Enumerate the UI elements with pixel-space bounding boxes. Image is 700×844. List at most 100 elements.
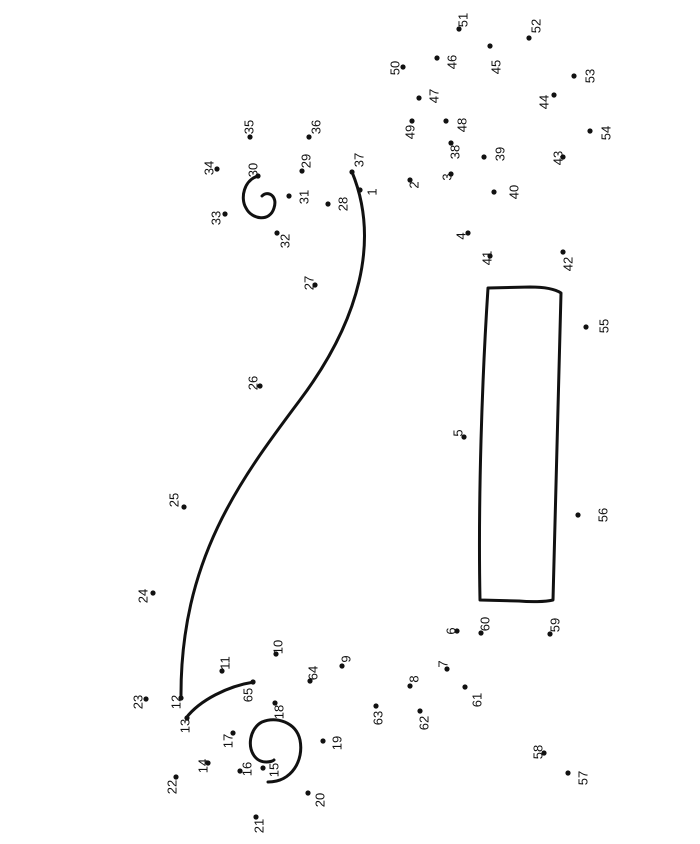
- dot-marker-37: [349, 169, 355, 175]
- dot-19: 19: [320, 736, 345, 750]
- dot-marker-32: [274, 230, 280, 236]
- dot-48: 48: [443, 118, 470, 132]
- dot-marker-29: [299, 168, 305, 174]
- dot-marker-43: [560, 154, 566, 160]
- dot-45: 45: [487, 43, 504, 74]
- dot-label-9: 9: [339, 655, 354, 662]
- dot-23: 23: [131, 695, 149, 709]
- dot-58: 58: [531, 745, 547, 759]
- dot-marker-11: [219, 668, 225, 674]
- dot-marker-55: [583, 324, 589, 330]
- dot-marker-64: [307, 678, 313, 684]
- dot-marker-54: [587, 128, 593, 134]
- dot-label-33: 33: [209, 211, 224, 225]
- dot-marker-34: [214, 166, 220, 172]
- dot-label-45: 45: [489, 60, 504, 74]
- dot-10: 10: [271, 640, 286, 657]
- dot-label-38: 38: [448, 145, 463, 159]
- dot-62: 62: [417, 708, 432, 730]
- dot-35: 35: [242, 120, 257, 140]
- dot-label-64: 64: [306, 666, 321, 680]
- dot-29: 29: [299, 154, 314, 174]
- dot-marker-57: [565, 770, 571, 776]
- dot-label-49: 49: [403, 125, 418, 139]
- dot-27: 27: [302, 276, 318, 290]
- dot-label-25: 25: [167, 493, 182, 507]
- dot-54: 54: [587, 126, 614, 140]
- dot-label-21: 21: [252, 819, 267, 833]
- dot-31: 31: [286, 190, 312, 204]
- dot-6: 6: [444, 627, 460, 635]
- dot-label-3: 3: [440, 173, 455, 180]
- dot-label-7: 7: [436, 660, 451, 667]
- dot-39: 39: [481, 147, 508, 161]
- dot-43: 43: [551, 151, 566, 165]
- dot-marker-21: [253, 814, 259, 820]
- dot-47: 47: [416, 89, 442, 103]
- dot-1: 1: [357, 187, 380, 196]
- dot-marker-28: [325, 201, 331, 207]
- dot-8: 8: [407, 675, 422, 689]
- dot-marker-27: [312, 282, 318, 288]
- dot-14: 14: [196, 759, 211, 773]
- dot-label-13: 13: [178, 719, 193, 733]
- dot-label-28: 28: [336, 197, 351, 211]
- dot-label-17: 17: [221, 734, 236, 748]
- dot-marker-33: [222, 211, 228, 217]
- dot-3: 3: [440, 171, 455, 181]
- dot-marker-26: [257, 383, 263, 389]
- dot-marker-35: [247, 134, 253, 140]
- dot-50: 50: [388, 61, 406, 75]
- dot-label-65: 65: [241, 688, 256, 702]
- dot-marker-60: [478, 630, 484, 636]
- dot-label-58: 58: [531, 745, 546, 759]
- dot-marker-59: [547, 631, 553, 637]
- dot-label-31: 31: [297, 190, 312, 204]
- dot-label-48: 48: [455, 118, 470, 132]
- dot-label-12: 12: [169, 695, 184, 709]
- dot-label-11: 11: [218, 656, 233, 670]
- dot-label-36: 36: [309, 120, 324, 134]
- dot-label-22: 22: [165, 780, 180, 794]
- dot-label-57: 57: [576, 771, 591, 785]
- dot-marker-46: [434, 55, 440, 61]
- dot-65: 65: [241, 679, 256, 702]
- dot-label-52: 52: [529, 19, 544, 33]
- dot-label-60: 60: [478, 617, 493, 631]
- dot-5: 5: [451, 429, 467, 440]
- dot-46: 46: [434, 55, 460, 69]
- lower-curl: [184, 680, 256, 720]
- dot-marker-23: [143, 696, 149, 702]
- dot-13: 13: [178, 715, 193, 733]
- dot-30: 30: [246, 163, 261, 179]
- dot-label-30: 30: [246, 163, 261, 177]
- dot-4: 4: [454, 230, 471, 240]
- rectangle-shape: [477, 285, 563, 604]
- dot-label-40: 40: [507, 185, 522, 199]
- upper-spiral: [241, 174, 277, 220]
- dot-label-20: 20: [313, 793, 328, 807]
- dot-59: 59: [547, 618, 563, 637]
- dot-marker-17: [230, 730, 236, 736]
- dot-marker-62: [417, 708, 423, 714]
- dot-label-39: 39: [493, 147, 508, 161]
- dot-marker-42: [560, 249, 566, 255]
- dot-11: 11: [218, 656, 233, 674]
- dot-marker-9: [339, 663, 345, 669]
- dot-57: 57: [565, 770, 591, 785]
- dot-marker-30: [255, 173, 261, 179]
- dot-33: 33: [209, 211, 228, 225]
- dot-52: 52: [526, 19, 544, 41]
- dot-marker-12: [178, 695, 184, 701]
- dot-21: 21: [252, 814, 267, 833]
- dot-marker-3: [448, 171, 454, 177]
- dot-label-41: 41: [480, 251, 495, 265]
- dot-marker-19: [320, 738, 326, 744]
- dot-64: 64: [306, 666, 321, 684]
- dot-15: 15: [260, 763, 282, 777]
- dot-marker-41: [487, 253, 493, 259]
- dot-marker-24: [150, 590, 156, 596]
- dot-marker-31: [286, 193, 292, 199]
- dot-32: 32: [274, 230, 293, 248]
